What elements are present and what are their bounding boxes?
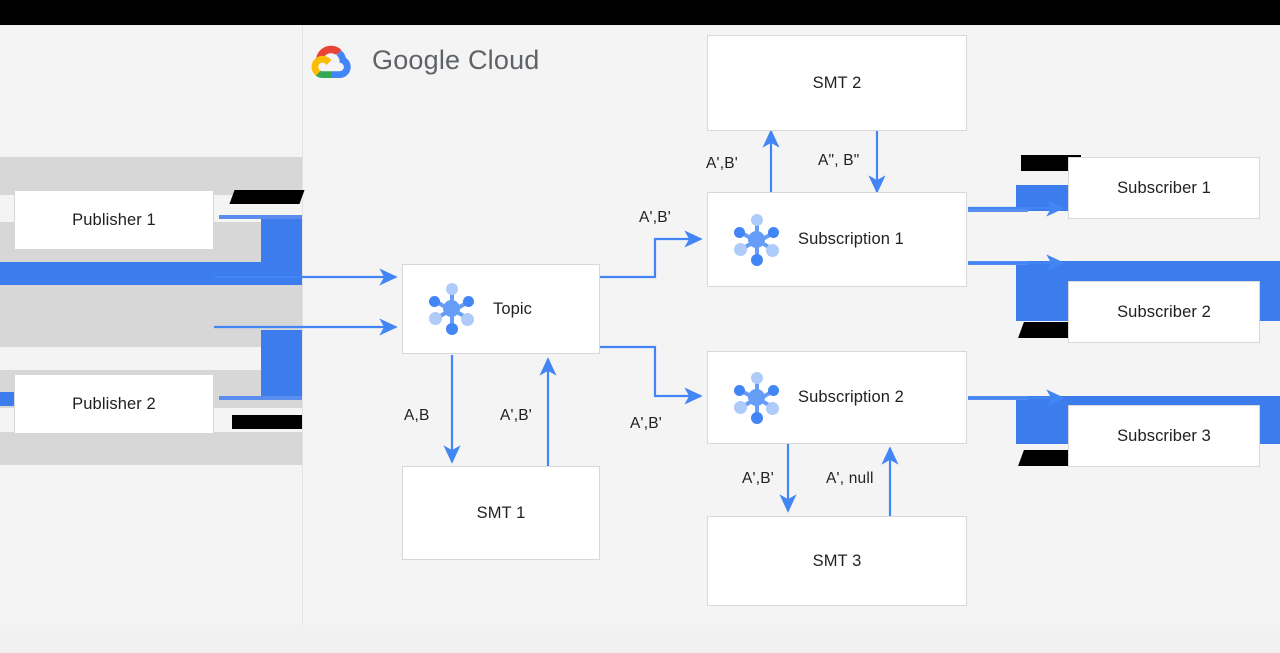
google-cloud-wordmark: Google Cloud bbox=[372, 44, 540, 75]
node-label: SMT 2 bbox=[812, 73, 862, 92]
render-artifact-blue-smear bbox=[261, 218, 302, 285]
pubsub-hub-icon bbox=[730, 371, 784, 425]
node-smt-1[interactable]: SMT 1 bbox=[402, 466, 600, 560]
render-artifact-blue-smear bbox=[261, 330, 302, 400]
render-artifact-grey-band bbox=[0, 285, 302, 347]
render-artifact-black-bar bbox=[229, 190, 305, 204]
render-artifact-blue-line bbox=[968, 261, 1028, 265]
edge-label-subscription2-to-smt3: A',B' bbox=[742, 470, 774, 487]
google-cloud-lockup: Google Cloud bbox=[310, 42, 540, 78]
bottom-bar bbox=[0, 625, 1280, 653]
node-label: Subscription 2 bbox=[798, 388, 904, 406]
render-artifact-grey-band bbox=[0, 432, 302, 465]
pubsub-hub-icon bbox=[730, 213, 784, 267]
node-smt-3[interactable]: SMT 3 bbox=[707, 516, 967, 606]
node-publisher-1[interactable]: Publisher 1 bbox=[14, 190, 214, 250]
node-subscriber-1[interactable]: Subscriber 1 bbox=[1068, 157, 1260, 219]
node-subscription-1[interactable]: Subscription 1 bbox=[707, 192, 967, 287]
render-artifact-blue-line bbox=[968, 208, 1028, 212]
edge-label-topic-to-smt1: A,B bbox=[404, 407, 430, 424]
node-subscription-2[interactable]: Subscription 2 bbox=[707, 351, 967, 444]
edge-label-subscription1-to-smt2: A',B' bbox=[706, 155, 738, 172]
top-black-bar bbox=[0, 0, 1280, 25]
edge-label-smt3-to-subscription2: A', null bbox=[826, 470, 874, 487]
node-label: Subscription 1 bbox=[798, 230, 904, 248]
render-artifact-blue-line bbox=[219, 396, 302, 400]
render-artifact-grey-band bbox=[0, 157, 302, 195]
node-publisher-2[interactable]: Publisher 2 bbox=[14, 374, 214, 434]
node-label: Subscriber 3 bbox=[1117, 426, 1211, 445]
node-label: Subscriber 2 bbox=[1117, 302, 1211, 321]
node-subscriber-2[interactable]: Subscriber 2 bbox=[1068, 281, 1260, 343]
edge-label-topic-to-subscription2: A',B' bbox=[630, 415, 662, 432]
pubsub-hub-icon bbox=[425, 282, 479, 336]
render-artifact-blue-smear bbox=[0, 262, 302, 285]
render-artifact-blue-line bbox=[968, 396, 1028, 400]
edge-label-smt1-to-topic: A',B' bbox=[500, 407, 532, 424]
node-subscriber-3[interactable]: Subscriber 3 bbox=[1068, 405, 1260, 467]
render-artifact-black-bar bbox=[1021, 155, 1081, 171]
node-topic[interactable]: Topic bbox=[402, 264, 600, 354]
node-label: Subscriber 1 bbox=[1117, 178, 1211, 197]
node-label: SMT 3 bbox=[812, 551, 862, 570]
node-label: Topic bbox=[493, 299, 533, 318]
render-artifact-blue-line bbox=[219, 215, 302, 219]
node-label: Publisher 1 bbox=[72, 210, 156, 229]
node-smt-2[interactable]: SMT 2 bbox=[707, 35, 967, 131]
edge-label-topic-to-subscription1: A',B' bbox=[639, 209, 671, 226]
node-label: Publisher 2 bbox=[72, 394, 156, 413]
render-artifact-black-bar bbox=[232, 415, 302, 429]
node-label: SMT 1 bbox=[476, 503, 526, 522]
google-cloud-logo-icon bbox=[311, 45, 351, 78]
edge-label-smt2-to-subscription1: A", B" bbox=[818, 152, 860, 169]
